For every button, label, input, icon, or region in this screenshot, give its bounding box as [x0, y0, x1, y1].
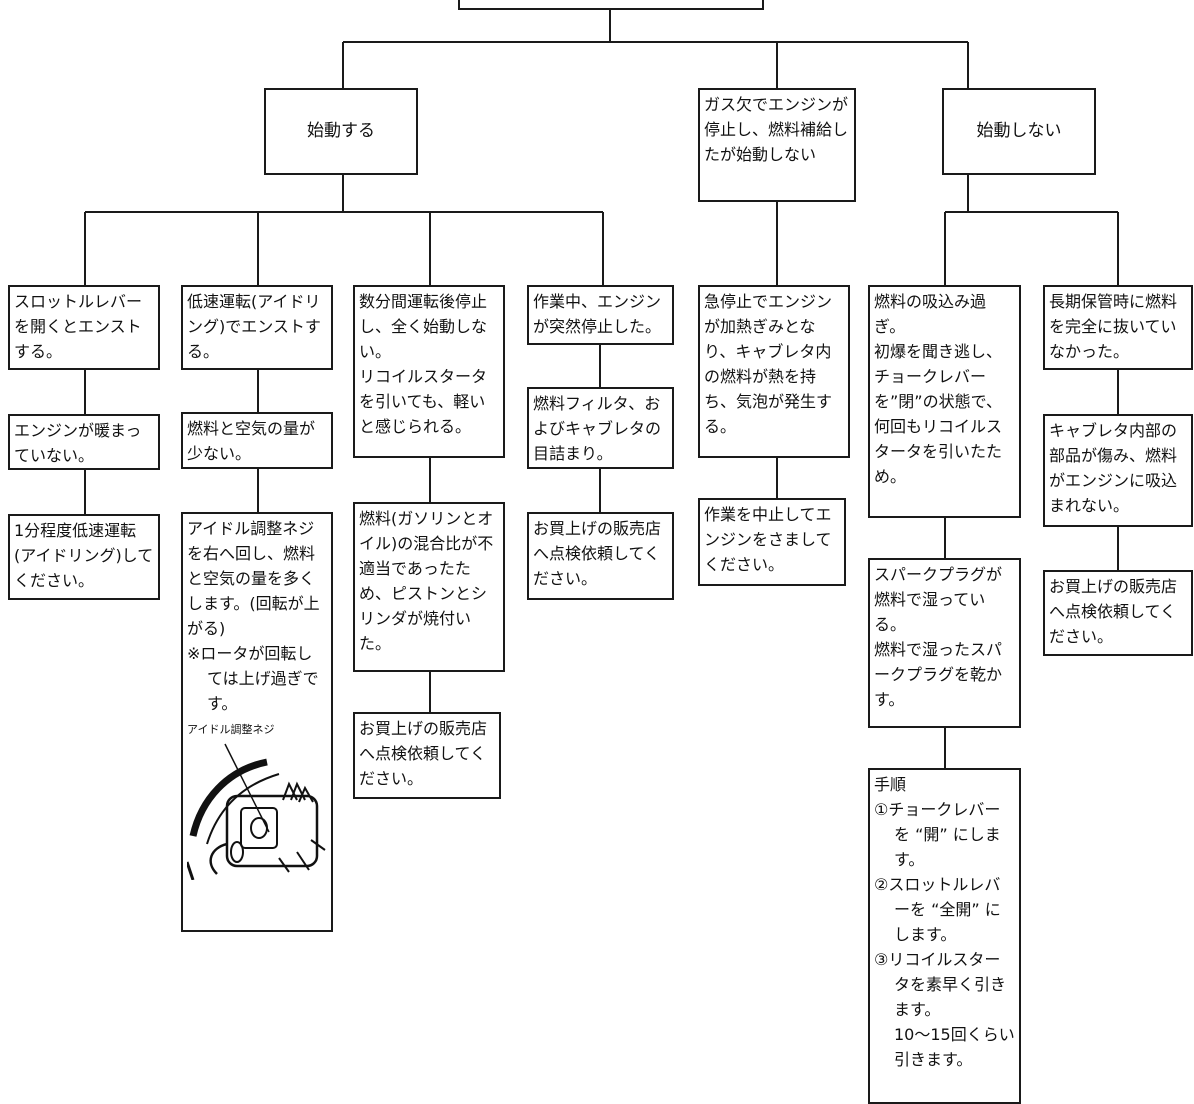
cause-text: 燃料と空気の量が少ない。 [187, 419, 316, 463]
procedure-box: 手順 ①チョークレバー を “開” にします。 ②スロットルレバ ーを “全開”… [868, 768, 1021, 1104]
cause-text: 燃料フィルタ、およびキャブレタの目詰まり。 [533, 394, 662, 463]
branch-gas-out: ガス欠でエンジンが停止し、燃料補給したが始動しない [698, 88, 856, 202]
remedy-dealer-inspection: お買上げの販売店へ点検依頼してください。 [1043, 570, 1193, 656]
cause-vapor-lock: 急停止でエンジンが加熱ぎみとなり、キャブレタ内の燃料が熱を持ち、気泡が発生する。 [698, 285, 850, 458]
remedy-idle-screw: アイドル調整ネジを右へ回し、燃料と空気の量を多くします。(回転が上がる) ※ロー… [181, 512, 333, 932]
cause-wet-plug: スパークプラグが燃料で湿っている。 燃料で湿ったスパークプラグを乾かす。 [868, 558, 1021, 728]
remedy-dealer-inspection: お買上げの販売店へ点検依頼してください。 [527, 512, 674, 600]
remedy-idle-warmup: 1分程度低速運転(アイドリング)してください。 [8, 514, 160, 600]
procedure-step-1-rest: を “開” にします。 [894, 825, 1001, 869]
remedy-note-mark: ※ロータが回転し [187, 644, 313, 663]
cause-text: エンジンが暖まっていない。 [14, 421, 142, 465]
remedy-text: お買上げの販売店へ点検依頼してください。 [533, 519, 662, 588]
cause-text: スパークプラグが燃料で湿っている。 燃料で湿ったスパークプラグを乾かす。 [874, 565, 1003, 709]
remedy-text: お買上げの販売店へ点検依頼してください。 [359, 719, 488, 788]
cause-piston-seizure: 燃料(ガソリンとオイル)の混合比が不適当であったため、ピストンとシリンダが焼付い… [353, 502, 505, 672]
branch-gas-out-label: ガス欠でエンジンが停止し、燃料補給したが始動しない [704, 95, 849, 164]
cause-clogged-filter: 燃料フィルタ、およびキャブレタの目詰まり。 [527, 387, 674, 469]
procedure-step-3-rest: タを素早く引きます。 [894, 975, 1007, 1019]
symptom-text: 数分間運転後停止し、全く始動しない。 リコイルスタータを引いても、軽いと感じられ… [359, 292, 488, 436]
symptom-text: スロットルレバーを開くとエンストする。 [14, 292, 143, 361]
cause-text: 長期保管時に燃料を完全に抜いていなかった。 [1049, 292, 1178, 361]
cause-flooded: 燃料の吸込み過ぎ。 初爆を聞き逃し、チョークレバーを”閉”の状態で、何回もリコイ… [868, 285, 1021, 518]
symptom-throttle-stall: スロットルレバーを開くとエンストする。 [8, 285, 160, 370]
branch-starts: 始動する [264, 88, 418, 175]
branch-starts-label: 始動する [307, 121, 375, 141]
cause-engine-cold: エンジンが暖まっていない。 [8, 414, 160, 470]
branch-no-start: 始動しない [942, 88, 1096, 175]
remedy-text: 1分程度低速運転(アイドリング)してください。 [14, 521, 154, 590]
remedy-dealer-inspection: お買上げの販売店へ点検依頼してください。 [353, 712, 501, 799]
branch-no-start-label: 始動しない [976, 121, 1062, 141]
cause-text: 燃料の吸込み過ぎ。 初爆を聞き逃し、チョークレバーを”閉”の状態で、何回もリコイ… [874, 292, 1003, 486]
procedure-step-2-rest: ーを “全開” にします。 [894, 900, 1001, 944]
cause-text: 急停止でエンジンが加熱ぎみとなり、キャブレタ内の燃料が熱を持ち、気泡が発生する。 [704, 292, 833, 436]
cause-lean-mixture: 燃料と空気の量が少ない。 [181, 412, 333, 469]
remedy-note-rest: ては上げ過ぎです。 [207, 669, 319, 713]
symptom-text: 作業中、エンジンが突然停止した。 [533, 292, 662, 336]
cause-text: 燃料(ガソリンとオイル)の混合比が不適当であったため、ピストンとシリンダが焼付い… [359, 509, 494, 653]
remedy-text: アイドル調整ネジを右へ回し、燃料と空気の量を多くします。(回転が上がる) [187, 519, 320, 638]
remedy-text: お買上げの販売店へ点検依頼してください。 [1049, 577, 1178, 646]
symptom-stops-after-minutes: 数分間運転後停止し、全く始動しない。 リコイルスタータを引いても、軽いと感じられ… [353, 285, 505, 458]
cause-carb-damage: キャブレタ内部の部品が傷み、燃料がエンジンに吸込まれない。 [1043, 414, 1193, 527]
symptom-text: 低速運転(アイドリング)でエンストする。 [187, 292, 321, 361]
idle-screw-illustration [187, 743, 326, 880]
procedure-step-3: ③リコイルスター [874, 950, 1001, 969]
symptom-sudden-stop: 作業中、エンジンが突然停止した。 [527, 285, 674, 345]
procedure-note: 10〜15回くらい引きます。 [894, 1025, 1015, 1069]
cause-fuel-not-drained: 長期保管時に燃料を完全に抜いていなかった。 [1043, 285, 1193, 370]
remedy-cool-engine: 作業を中止してエンジンをさましてください。 [698, 498, 846, 586]
cause-text: キャブレタ内部の部品が傷み、燃料がエンジンに吸込まれない。 [1049, 421, 1178, 515]
procedure-title: 手順 [874, 775, 907, 794]
symptom-idle-stall: 低速運転(アイドリング)でエンストする。 [181, 285, 333, 370]
procedure-step-2: ②スロットルレバ [874, 875, 1001, 894]
remedy-text: 作業を中止してエンジンをさましてください。 [704, 505, 832, 574]
figure-label: アイドル調整ネジ [187, 723, 275, 736]
root-box [458, 0, 764, 10]
procedure-step-1: ①チョークレバー [874, 800, 1001, 819]
